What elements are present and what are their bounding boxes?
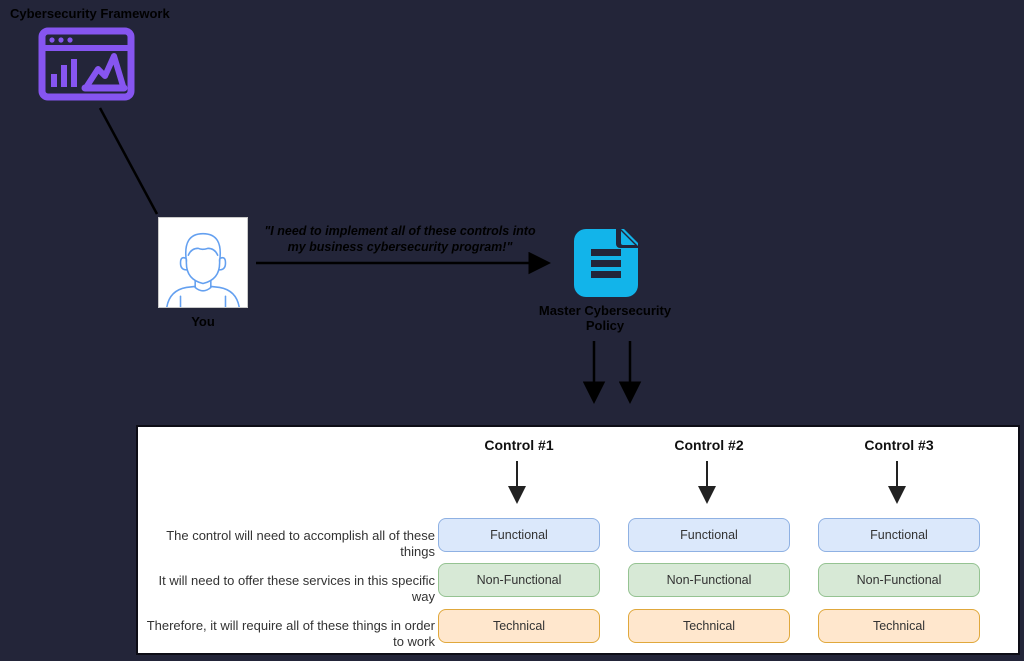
user-quote: "I need to implement all of these contro… <box>258 223 542 255</box>
control-2-functional-box: Functional <box>628 518 790 552</box>
policy-label-line1: Master Cybersecurity <box>538 303 672 318</box>
control-1-non-functional-box: Non-Functional <box>438 563 600 597</box>
user-label: You <box>191 314 215 329</box>
policy-label-line2: Policy <box>585 318 625 333</box>
control-2-header: Control #2 <box>674 437 744 453</box>
connector-framework-to-you <box>98 107 159 215</box>
row-label-technical: Therefore, it will require all of these … <box>146 618 435 649</box>
user-quote-line2: my business cybersecurity program!" <box>287 240 513 254</box>
policy-document-icon <box>573 228 639 303</box>
user-quote-line1: "I need to implement all of these contro… <box>264 224 536 238</box>
control-1-functional-box: Functional <box>438 518 600 552</box>
control-3-non-functional-box: Non-Functional <box>818 563 980 597</box>
user-avatar <box>158 217 248 308</box>
row-label-non-functional: It will need to offer these services in … <box>158 573 436 604</box>
control-3-header: Control #3 <box>864 437 934 453</box>
framework-label: Cybersecurity Framework <box>10 6 170 21</box>
control-3-technical-box: Technical <box>818 609 980 643</box>
row-label-functional: The control will need to accomplish all … <box>166 528 435 559</box>
control-2-technical-box: Technical <box>628 609 790 643</box>
controls-panel: Control #1 Control #2 Control #3 The con… <box>136 425 1020 655</box>
control-1-header: Control #1 <box>484 437 554 453</box>
policy-label: Master Cybersecurity Policy <box>535 303 675 333</box>
framework-analytics-icon <box>38 27 135 106</box>
control-1-technical-box: Technical <box>438 609 600 643</box>
control-2-non-functional-box: Non-Functional <box>628 563 790 597</box>
control-3-functional-box: Functional <box>818 518 980 552</box>
